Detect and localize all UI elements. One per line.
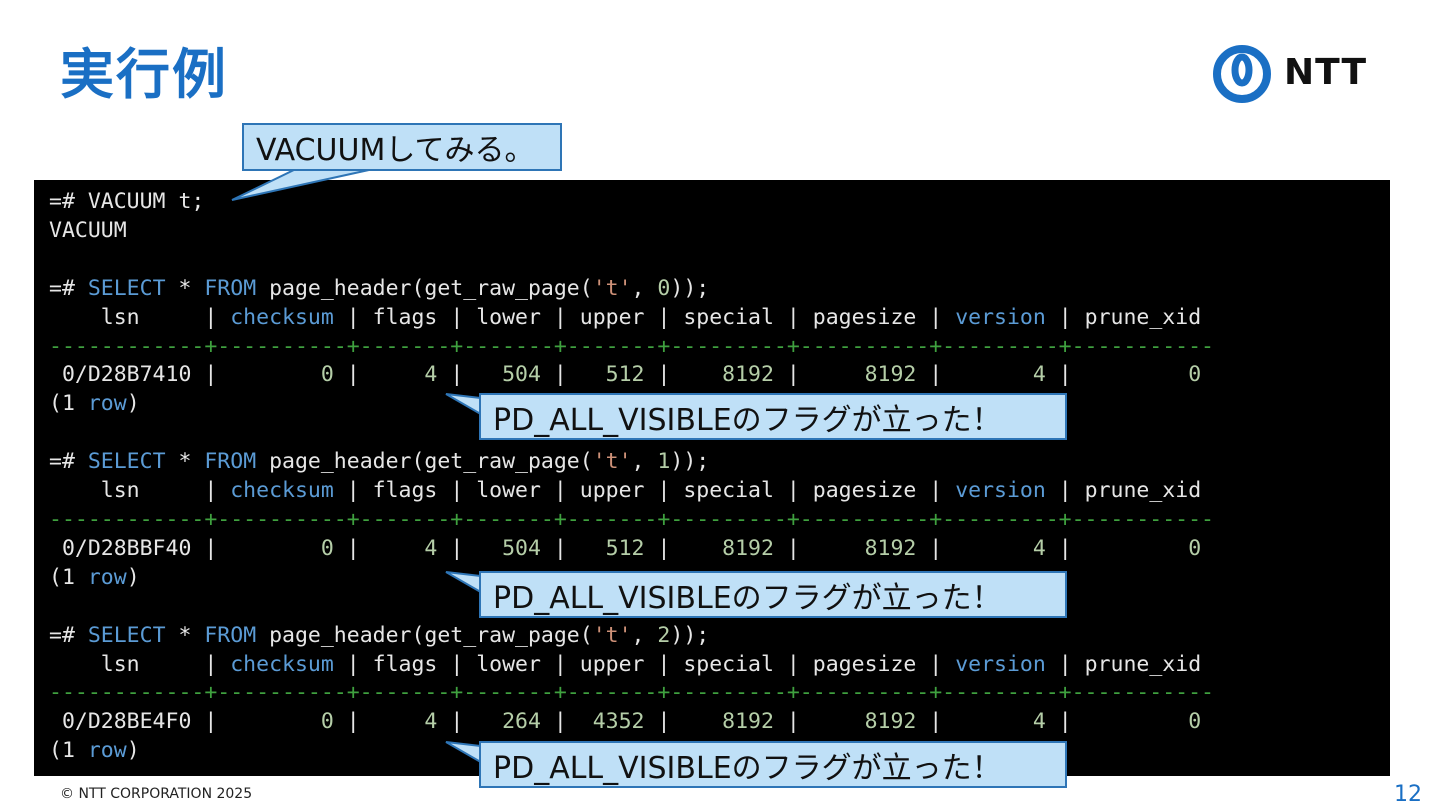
page-title: 実行例 [60,43,228,106]
callout-tail [231,167,379,201]
table-header: lsn | checksum | flags | lower | upper |… [49,304,1202,330]
table-header: lsn | checksum | flags | lower | upper |… [49,478,1202,504]
row-count: (1 row) [49,564,140,590]
vacuum-result: VACUUM [49,217,127,243]
table-row: 0/D28BE4F0 | 0 | 4 | 264 | 4352 | 8192 |… [49,709,1202,735]
callout-all-visible: PD_ALL_VISIBLEのフラグが立った！ [479,393,1067,440]
query-0: =# SELECT * FROM page_header(get_raw_pag… [49,275,710,301]
terminal-panel [34,180,1390,776]
ntt-logo-icon [1213,45,1271,103]
table-header: lsn | checksum | flags | lower | upper |… [49,651,1202,677]
query-1: =# SELECT * FROM page_header(get_raw_pag… [49,449,710,475]
row-count: (1 row) [49,391,140,417]
callout-all-visible: PD_ALL_VISIBLEのフラグが立った！ [479,741,1067,788]
query-2: =# SELECT * FROM page_header(get_raw_pag… [49,622,710,648]
brand-name: NTT [1284,52,1368,93]
terminal-output: =# VACUUM t; VACUUM =# SELECT * FROM pag… [49,188,1214,766]
vacuum-command: =# VACUUM t; [49,189,205,214]
row-count: (1 row) [49,738,140,764]
callout-vacuum: VACUUMしてみる。 [242,123,562,171]
table-row: 0/D28BBF40 | 0 | 4 | 504 | 512 | 8192 | … [49,535,1202,561]
copyright: © NTT CORPORATION 2025 [60,786,253,802]
page-number: 12 [1394,782,1422,807]
table-row: 0/D28B7410 | 0 | 4 | 504 | 512 | 8192 | … [49,362,1202,388]
table-separator: ------------+----------+-------+-------+… [49,506,1214,532]
table-separator: ------------+----------+-------+-------+… [49,333,1214,359]
callout-all-visible: PD_ALL_VISIBLEのフラグが立った！ [479,571,1067,618]
table-separator: ------------+----------+-------+-------+… [49,680,1214,706]
